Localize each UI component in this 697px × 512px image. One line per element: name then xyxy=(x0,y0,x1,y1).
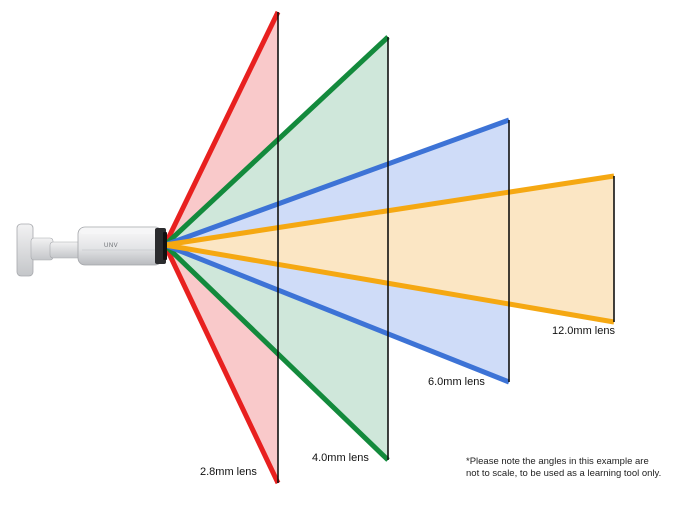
fov-ray-4-0mm-upper xyxy=(163,35,390,247)
disclaimer-note-line-1: *Please note the angles in this example … xyxy=(466,456,649,467)
lens-label-2-8mm: 2.8mm lens xyxy=(200,466,257,478)
fov-ray-12-0mm-lower xyxy=(164,242,615,325)
bullet-camera-icon: UNV xyxy=(16,223,167,277)
disclaimer-note-line-2: not to scale, to be used as a learning t… xyxy=(466,468,661,479)
fov-ray-2-8mm-lower xyxy=(162,243,281,485)
fov-ray-2-8mm-upper xyxy=(162,10,281,247)
lens-label-4-0mm: 4.0mm lens xyxy=(312,452,369,464)
fov-ray-6-0mm-lower xyxy=(164,242,510,385)
camera-brand-label: UNV xyxy=(104,243,118,249)
fov-cone-12-0mm xyxy=(165,176,614,322)
lens-label-12-0mm: 12.0mm lens xyxy=(552,325,615,337)
fov-ray-12-0mm-upper xyxy=(164,173,615,248)
fov-ray-6-0mm-upper xyxy=(164,117,510,248)
fov-ray-4-0mm-lower xyxy=(163,243,390,462)
lens-label-6-0mm: 6.0mm lens xyxy=(428,376,485,388)
